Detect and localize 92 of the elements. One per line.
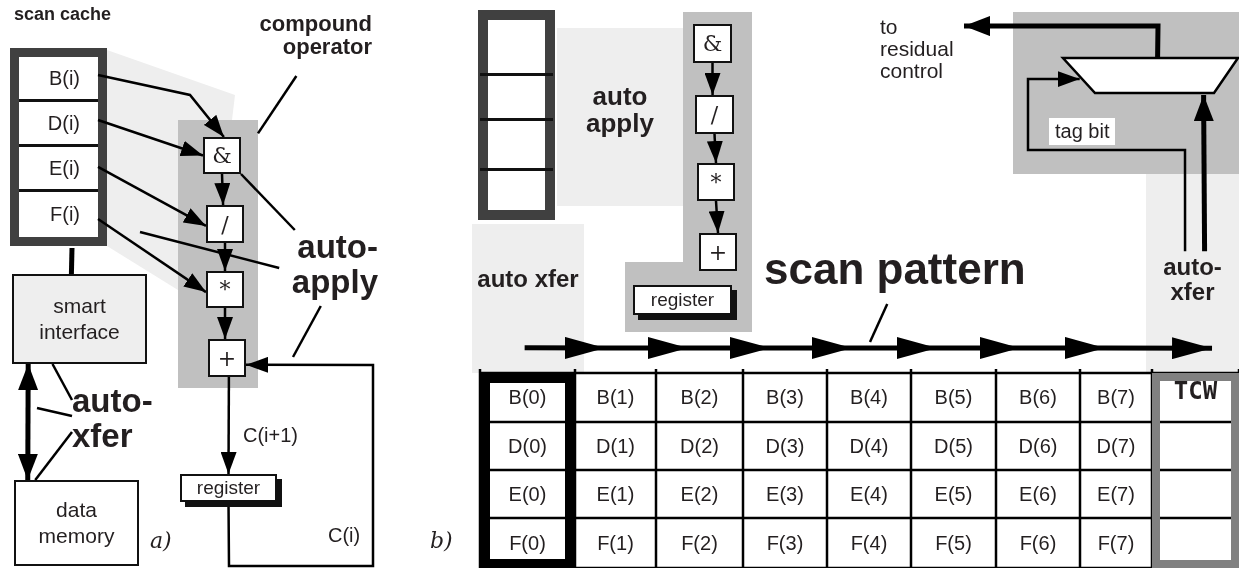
- operator-box: &: [693, 24, 732, 63]
- cache-entry: D(i): [19, 102, 98, 147]
- band-label: auto xfer: [476, 266, 580, 292]
- operator-box: /: [695, 95, 734, 134]
- leader-line: [36, 406, 73, 418]
- cache-entry: F(i): [19, 192, 98, 237]
- arrow: [706, 133, 723, 164]
- arrow: [708, 200, 725, 234]
- arrow: [217, 308, 234, 339]
- table-cell-text: F(6): [1018, 530, 1058, 556]
- arrow: [524, 337, 1213, 359]
- table-cell-text: E(6): [1018, 481, 1058, 507]
- table-cell-text: D(1): [595, 433, 636, 459]
- table-cell-text: B(7): [1096, 385, 1136, 410]
- edge-label: tag bit: [1049, 118, 1116, 145]
- heading: scan cache: [14, 4, 113, 26]
- table-cell-text: D(6): [1017, 433, 1059, 459]
- band-label: auto-xfer: [1162, 254, 1223, 305]
- table-cell-text: F(7): [1096, 530, 1136, 556]
- table-cell-text: D(5): [933, 433, 974, 459]
- arrow: [1026, 71, 1187, 252]
- callout-label: compound operator: [248, 12, 372, 76]
- arrow: [704, 63, 721, 95]
- table-cell-text: E(7): [1096, 481, 1136, 507]
- leader-line: [240, 173, 296, 231]
- operator-box: /: [206, 205, 244, 243]
- table-cell-text: B(3): [765, 385, 805, 410]
- arrow: [214, 173, 231, 206]
- table-cell-text: D(0): [507, 433, 548, 459]
- operator-box: *: [697, 163, 735, 201]
- double-arrow: [17, 364, 39, 480]
- table-cell-text: F(4): [849, 530, 889, 556]
- arrow: [1193, 95, 1214, 252]
- shaded-band: [557, 28, 683, 206]
- shaded-band: [178, 120, 258, 388]
- panel-letter: b): [430, 528, 453, 553]
- memory-box: data memory: [14, 480, 139, 566]
- leader-line: [139, 230, 280, 270]
- leader-line: [256, 75, 298, 135]
- operator-box: *: [206, 271, 244, 308]
- table-cell-text: F(3): [765, 530, 805, 556]
- cache-entry: B(i): [19, 57, 98, 102]
- table-cell-text: F(1): [596, 530, 635, 556]
- arrow: [227, 356, 375, 568]
- table-cell-text: E(3): [765, 481, 805, 507]
- arrow: [220, 377, 237, 474]
- band-label: auto apply: [585, 83, 655, 138]
- callout-label: auto-xfer: [72, 384, 176, 464]
- table-cell-text: D(4): [848, 433, 890, 459]
- table-cell-text: F(2): [680, 530, 719, 556]
- arrow: [97, 118, 204, 157]
- table-cell-text: B(4): [849, 385, 889, 410]
- operator-box: +: [699, 233, 737, 271]
- table-cell-text: B(1): [595, 385, 636, 410]
- operator-box: &: [203, 137, 241, 174]
- table-cell-text: D(7): [1095, 433, 1137, 459]
- cache-entry: E(i): [19, 147, 98, 192]
- interface-box: smart interface: [12, 274, 147, 364]
- edge-label: C(i+1): [243, 424, 298, 447]
- table-cell-text: F(5): [934, 530, 973, 556]
- table-cell-text: E(0): [507, 481, 548, 507]
- shaded-band: [472, 224, 584, 373]
- callout-label: auto-apply: [274, 230, 378, 306]
- table-cell-text: B(2): [679, 385, 720, 410]
- leader-line: [868, 303, 889, 343]
- callout-label: to residual control: [880, 16, 964, 108]
- edge-label: C(i): [328, 524, 361, 547]
- table-cell-text: B(6): [1018, 385, 1058, 410]
- table-cell-text: B(5): [933, 385, 974, 410]
- leader-line: [291, 305, 322, 358]
- callout-label: scan pattern: [764, 246, 1080, 304]
- panel-letter: a): [150, 528, 172, 553]
- table-cell-text: B(0): [507, 385, 548, 410]
- arrow: [97, 73, 225, 138]
- table-cell-text: E(5): [933, 481, 974, 507]
- arrow: [97, 165, 207, 227]
- table-cell-text: D(2): [679, 433, 720, 459]
- arrow: [97, 217, 207, 294]
- arrow: [964, 16, 1161, 59]
- table-cell-text: E(1): [595, 481, 636, 507]
- table-cell-text: D(3): [764, 433, 806, 459]
- table-cell-text: F(0): [508, 530, 547, 556]
- leader-line: [34, 431, 73, 481]
- table-cell-text: E(2): [679, 481, 720, 507]
- shaded-band: [1146, 174, 1239, 372]
- column-heading: TCW: [1172, 377, 1219, 407]
- cache-frame: [478, 10, 555, 220]
- arrow: [217, 243, 233, 271]
- leader-line: [51, 363, 74, 401]
- table-cell-text: E(4): [849, 481, 889, 507]
- operator-box: +: [208, 339, 246, 377]
- shaded-panel: [1013, 12, 1239, 174]
